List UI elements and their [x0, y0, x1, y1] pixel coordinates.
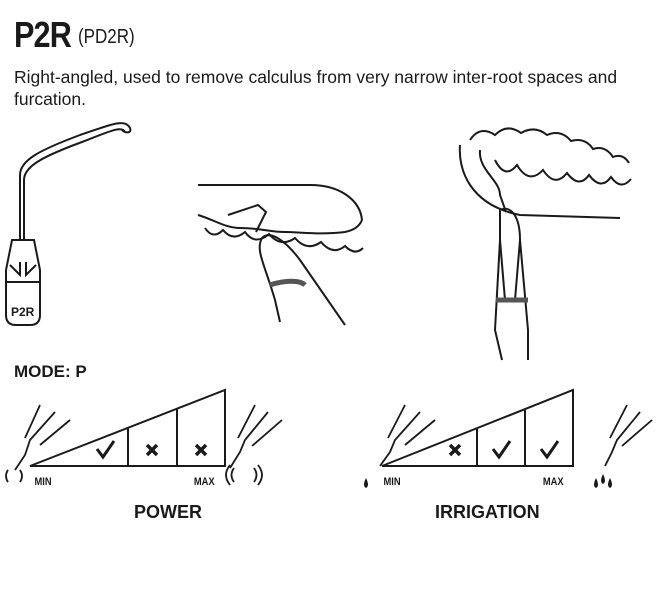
- tip-illustration: [5, 122, 132, 326]
- power-caption: POWER: [134, 502, 203, 522]
- teeth-scene-lingual: [197, 184, 364, 326]
- tip-label: P2R: [11, 305, 35, 319]
- power-level-cross-icon: [194, 443, 208, 457]
- irrigation-caption: IRRIGATION: [435, 502, 540, 522]
- irrigation-scale: [381, 388, 574, 467]
- teeth-scene-mandible: [458, 127, 632, 361]
- product-description: Right-angled, used to remove calculus fr…: [14, 67, 618, 109]
- mode-label: MODE: P: [14, 362, 87, 381]
- product-title: P2R: [14, 14, 72, 55]
- irrigation-max-label: MAX: [542, 476, 564, 488]
- water-drop-icons: [364, 474, 612, 488]
- product-code: (PD2R): [78, 26, 135, 48]
- power-min-label: MIN: [34, 476, 52, 488]
- irrigation-level-cross-icon: [448, 443, 462, 457]
- power-scale: [29, 388, 226, 467]
- handpiece-icons: [5, 404, 653, 486]
- power-max-label: MAX: [193, 476, 215, 488]
- irrigation-min-label: MIN: [383, 476, 401, 488]
- irrigation-level-check-icon: [539, 440, 560, 460]
- irrigation-level-check-icon: [491, 440, 512, 460]
- power-level-cross-icon: [145, 443, 159, 457]
- power-level-check-icon: [95, 440, 116, 460]
